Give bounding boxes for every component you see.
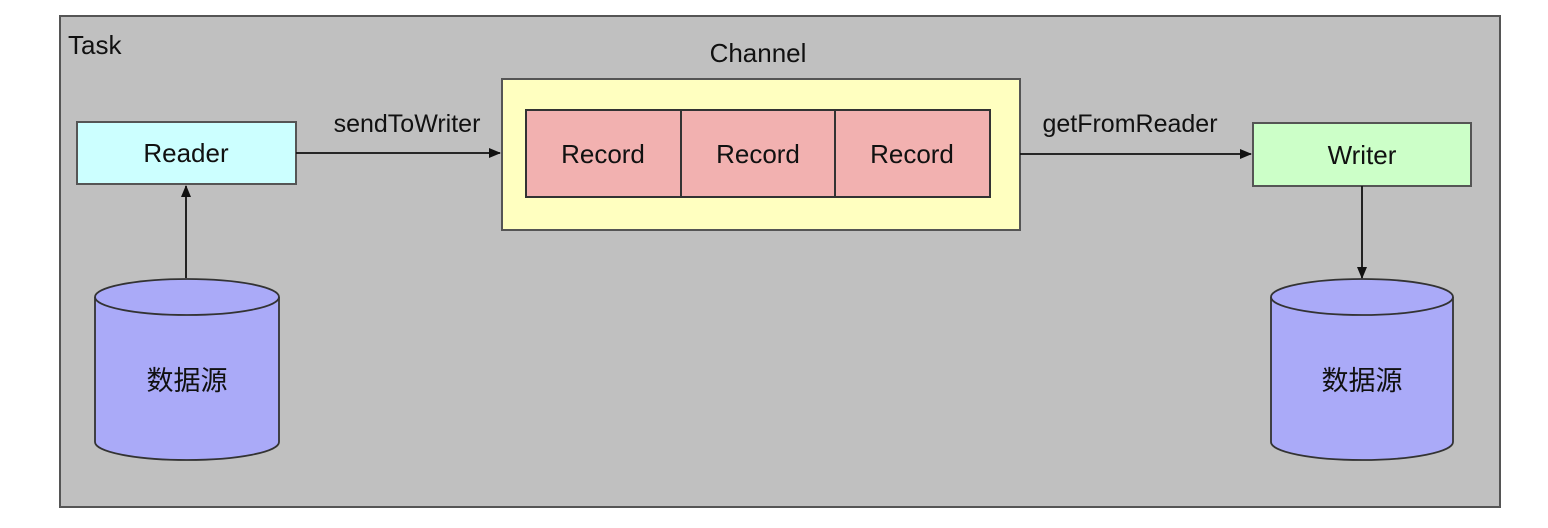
record-label: Record <box>870 139 954 169</box>
record-cell <box>525 109 682 198</box>
writer-label: Writer <box>1328 140 1397 170</box>
record-label: Record <box>561 139 645 169</box>
send-edge-label: sendToWriter <box>334 110 481 138</box>
data-source-label: 数据源 <box>1322 366 1403 397</box>
cylinder-body <box>94 297 280 461</box>
cylinder-top <box>1270 278 1454 316</box>
reader-box <box>76 121 297 185</box>
data-source-label: 数据源 <box>147 366 228 397</box>
record-cell <box>834 109 991 198</box>
reader-label: Reader <box>143 138 229 168</box>
get-edge-label: getFromReader <box>1042 110 1217 138</box>
record-label: Record <box>716 139 800 169</box>
data-source-right: 数据源 <box>1270 278 1454 461</box>
cylinder-body <box>1270 297 1454 461</box>
cylinder-top <box>94 278 280 316</box>
data-source-left: 数据源 <box>94 278 280 461</box>
channel-label: Channel <box>710 38 807 68</box>
task-label: Task <box>68 30 122 60</box>
